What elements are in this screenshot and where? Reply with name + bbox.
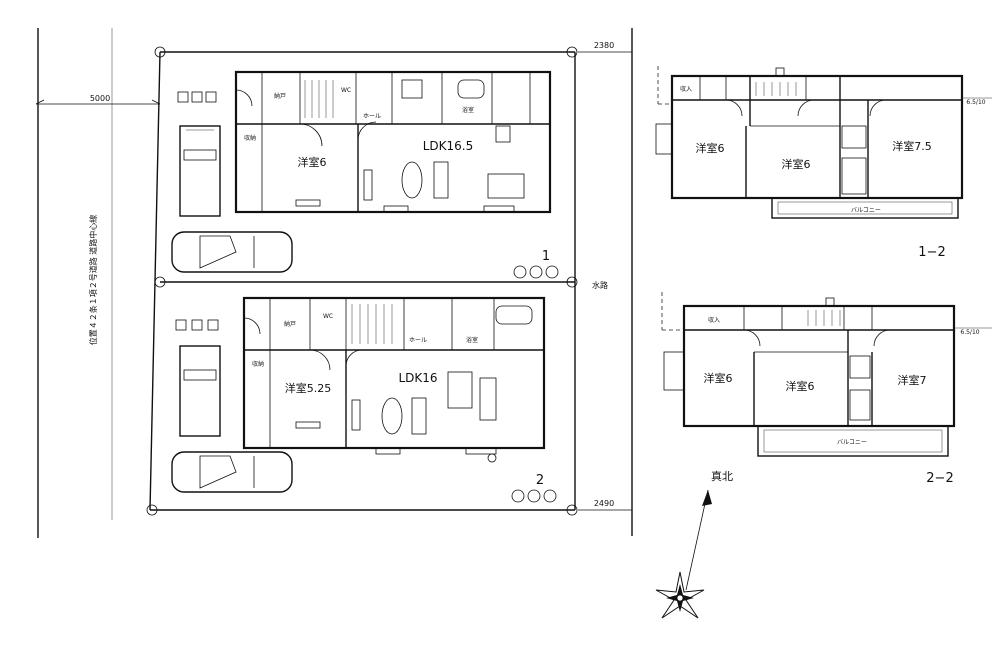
house-2-closet: 納戸 <box>284 320 296 328</box>
house-2-wc: WC <box>323 313 333 320</box>
plan-1-2-storage: 収入 <box>680 86 692 93</box>
top-dimension: 2380 <box>594 41 614 50</box>
road-label: 位置４２条１項２号道路 道路中心線 <box>88 215 98 346</box>
parking-lot-1 <box>171 91 559 279</box>
compass-label: 真北 <box>711 469 733 483</box>
house-1-bath: 浴室 <box>462 106 474 114</box>
stairs-icon <box>304 80 334 118</box>
house-1-closet: 納戸 <box>274 92 286 100</box>
upper-floor-plan-1-2: 洋室6 洋室6 洋室7.5 バルコニー 収入 6.5/10 1−2 <box>655 66 992 260</box>
plan-2-2-room-b: 洋室6 <box>786 379 815 393</box>
stairs-icon <box>351 304 393 344</box>
plan-2-2-storage: 収入 <box>708 317 720 324</box>
upper-floor-plan-2-2: 洋室6 洋室6 洋室7 バルコニー 収入 6.5/10 2−2 <box>661 292 992 486</box>
parking-lot-2 <box>171 319 557 503</box>
plan-1-2-room-b: 洋室6 <box>782 157 811 171</box>
house-2-western-room: 洋室5.25 <box>285 381 332 395</box>
plan-2-2-label: 2−2 <box>926 471 953 486</box>
plan-1-2-room-c: 洋室7.5 <box>892 139 932 153</box>
house-2-ldk: LDK16 <box>398 371 437 385</box>
bottom-dimension: 2490 <box>594 499 614 508</box>
road-width-dimension: 5000 <box>90 94 110 103</box>
compass-icon: 真北 <box>655 469 733 619</box>
car-icon <box>171 231 293 273</box>
house-1-hall: ホール <box>363 113 381 120</box>
house-1-ground-floor: 洋室6 LDK16.5 ホール 納戸 WC 浴室 収納 <box>234 70 552 214</box>
house-2-storage: 収納 <box>252 360 264 368</box>
plan-1-2-room-a: 洋室6 <box>696 141 725 155</box>
plan-2-2-room-c: 洋室7 <box>898 373 927 387</box>
plan-1-2-ceiling: 6.5/10 <box>966 99 985 106</box>
road-area: 5000 位置４２条１項２号道路 道路中心線 <box>35 28 161 538</box>
lot-2-label: 2 <box>536 473 544 488</box>
water-channel-label: 水路 <box>592 280 608 290</box>
house-1-ldk: LDK16.5 <box>423 139 474 153</box>
car-icon <box>171 451 293 493</box>
house-2-hall: ホール <box>409 337 427 344</box>
house-1-wc: WC <box>341 87 351 94</box>
plan-2-2-balcony: バルコニー <box>837 439 867 446</box>
lot-1-label: 1 <box>542 249 550 264</box>
house-2-ground-floor: 洋室5.25 LDK16 ホール 納戸 WC 浴室 収納 <box>242 296 546 463</box>
plan-2-2-ceiling: 6.5/10 <box>960 329 979 336</box>
house-1-western-room: 洋室6 <box>298 155 327 169</box>
house-2-bath: 浴室 <box>466 336 478 344</box>
plan-1-2-balcony: バルコニー <box>851 207 881 214</box>
plan-2-2-room-a: 洋室6 <box>704 371 733 385</box>
stairs-icon <box>807 310 841 326</box>
house-1-storage: 収納 <box>244 134 256 142</box>
plan-1-2-label: 1−2 <box>918 245 945 260</box>
site-boundary: 2380 2490 水路 1 2 <box>146 28 633 536</box>
stairs-icon <box>755 82 797 96</box>
